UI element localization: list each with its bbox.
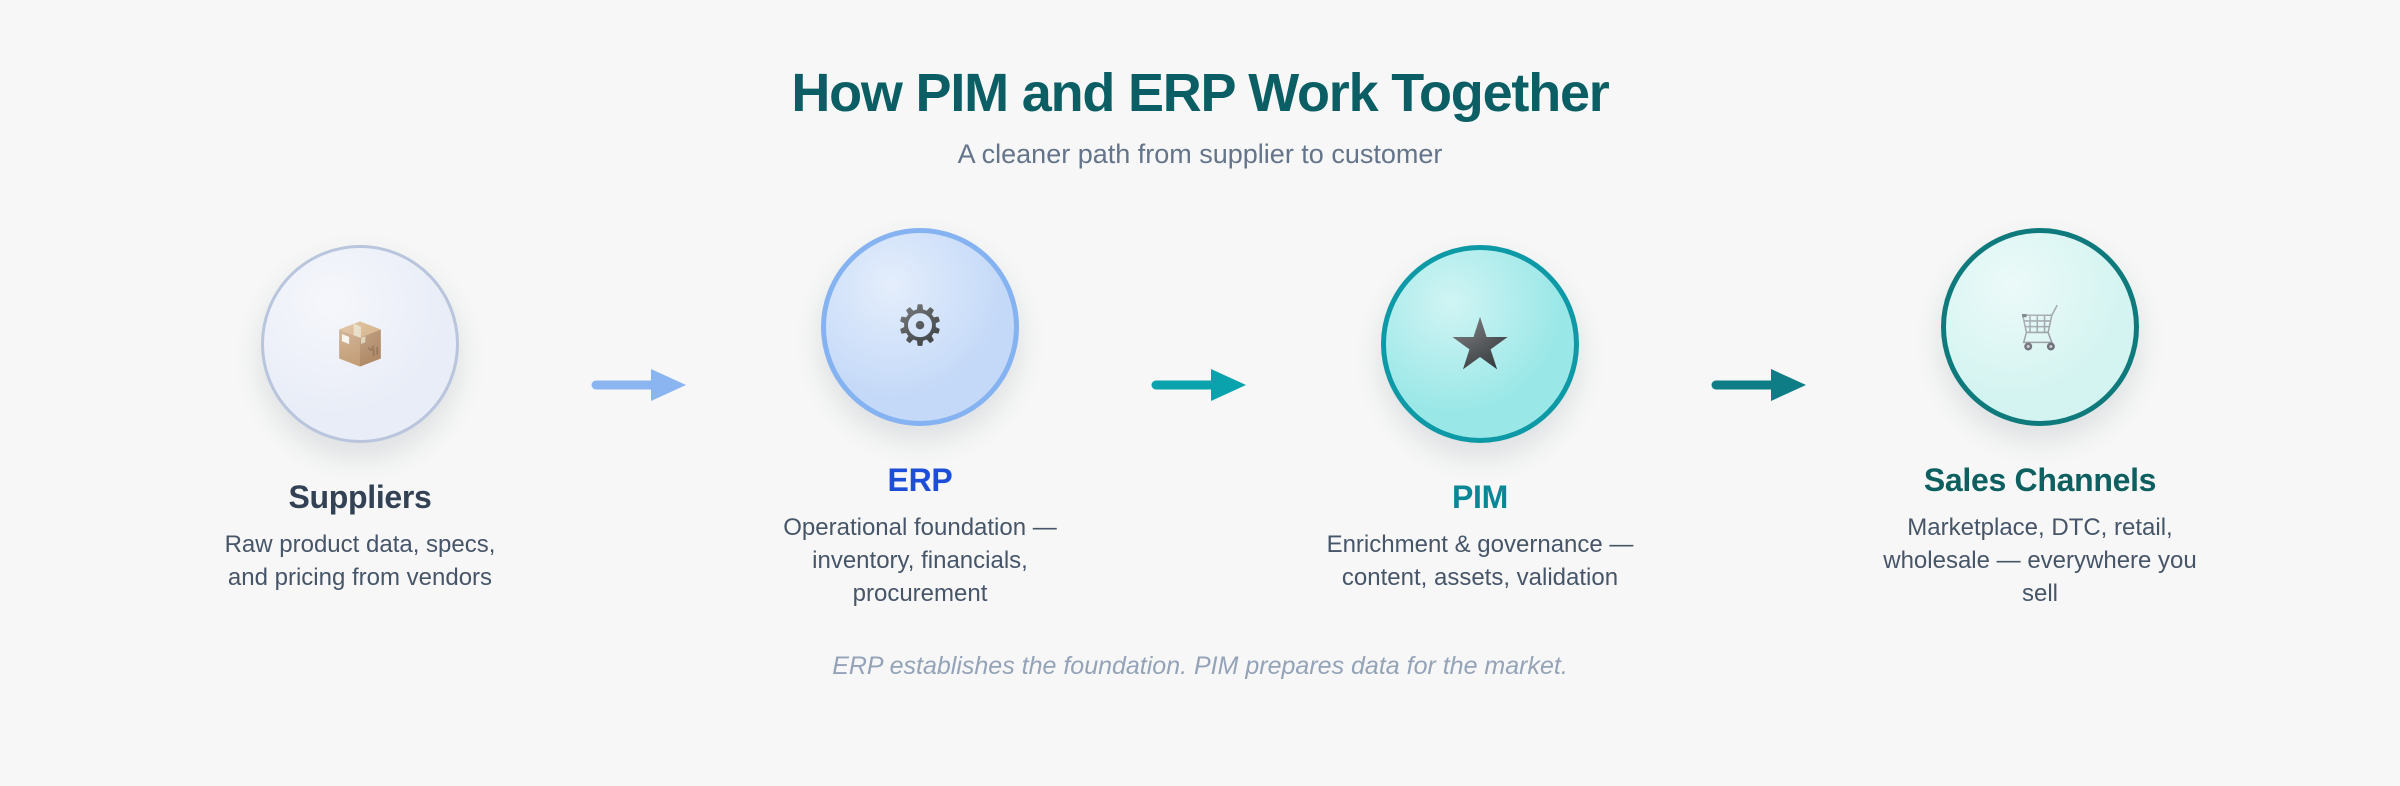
node-desc-sales-channels: Marketplace, DTC, retail, wholesale — ev… [1883, 514, 2197, 608]
pim-circle: ★ [1381, 244, 1579, 443]
node-title-sales-channels: Sales Channels [1923, 462, 2157, 499]
shopping-cart-icon [2021, 305, 2058, 351]
node-desc-pim: Enrichment & governance — content, asset… [1326, 530, 1634, 591]
flow-node-suppliers: Suppliers Raw product data, specs, and p… [190, 244, 530, 594]
node-title-pim: PIM [1452, 478, 1508, 515]
node-desc-suppliers: Raw product data, specs, and pricing fro… [224, 530, 496, 591]
page-title: How PIM and ERP Work Together [791, 63, 1609, 123]
flow-node-erp: ⚙ ERP Operational foundation — inventory… [750, 228, 1090, 610]
star-icon: ★ [1447, 301, 1513, 386]
node-title-suppliers: Suppliers [288, 478, 432, 515]
right-arrow-icon [591, 369, 686, 402]
suppliers-circle [261, 244, 459, 443]
page-subtitle: A cleaner path from supplier to customer [957, 139, 1443, 170]
node-title-erp: ERP [887, 462, 953, 499]
gear-icon: ⚙ [894, 294, 946, 360]
package-icon [339, 321, 381, 367]
footnote: ERP establishes the foundation. PIM prep… [832, 652, 1568, 681]
right-arrow-icon [1151, 369, 1246, 402]
sales-channels-circle [1941, 228, 2139, 427]
arrow-erp-to-pim [1090, 365, 1310, 405]
arrow-suppliers-to-erp [530, 365, 750, 405]
arrow-pim-to-sales-channels [1650, 365, 1870, 405]
erp-circle: ⚙ [821, 228, 1019, 427]
node-desc-erp: Operational foundation — inventory, fina… [783, 514, 1057, 608]
flow-node-pim: ★ PIM Enrichment & governance — content,… [1310, 244, 1650, 594]
flow-row: Suppliers Raw product data, specs, and p… [0, 228, 2400, 610]
flow-node-sales-channels: Sales Channels Marketplace, DTC, retail,… [1870, 228, 2210, 610]
right-arrow-icon [1711, 369, 1806, 402]
